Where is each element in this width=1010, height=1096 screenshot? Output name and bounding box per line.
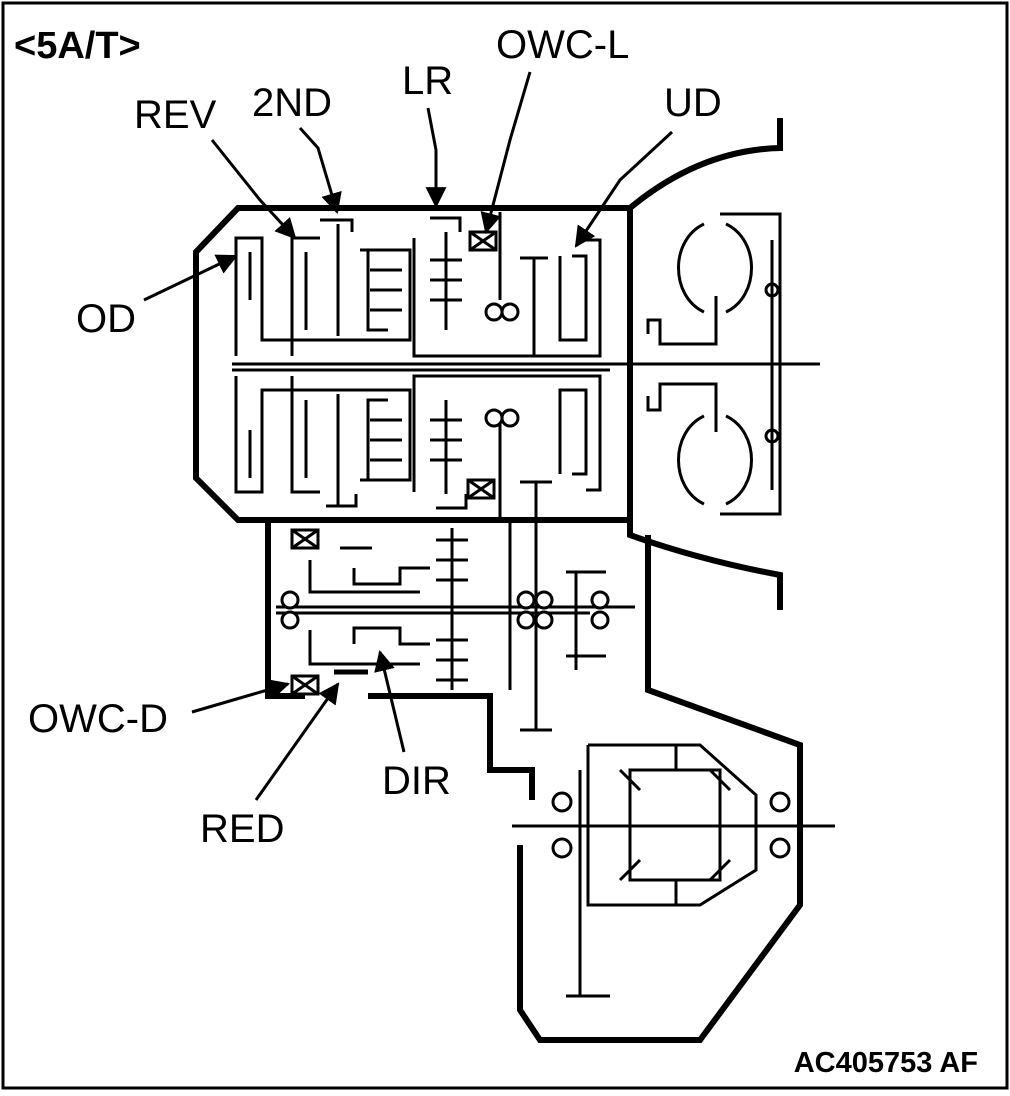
- label-owc-d: OWC-D: [28, 697, 168, 741]
- clutch-pack-lower: [234, 374, 602, 520]
- label-red: RED: [200, 807, 284, 851]
- main-shaft: [232, 362, 835, 828]
- label-rev: REV: [134, 93, 217, 137]
- transfer-gears: [308, 480, 610, 998]
- label-od: OD: [76, 297, 136, 341]
- label-2nd: 2ND: [252, 81, 332, 125]
- transmission-case: [193, 118, 803, 1043]
- torque-converter: [646, 212, 782, 516]
- label-owc-l: OWC-L: [496, 23, 629, 67]
- differential: [586, 743, 758, 907]
- leader-arrows: [143, 71, 674, 801]
- label-dir: DIR: [382, 759, 451, 803]
- clutch-pack-upper: [234, 212, 602, 358]
- transmission-type-title: <5A/T>: [14, 25, 141, 67]
- bearing-symbols: [280, 230, 791, 859]
- figure-code: AC405753 AF: [794, 1047, 978, 1079]
- label-ud: UD: [664, 81, 722, 125]
- label-lr: LR: [402, 59, 453, 103]
